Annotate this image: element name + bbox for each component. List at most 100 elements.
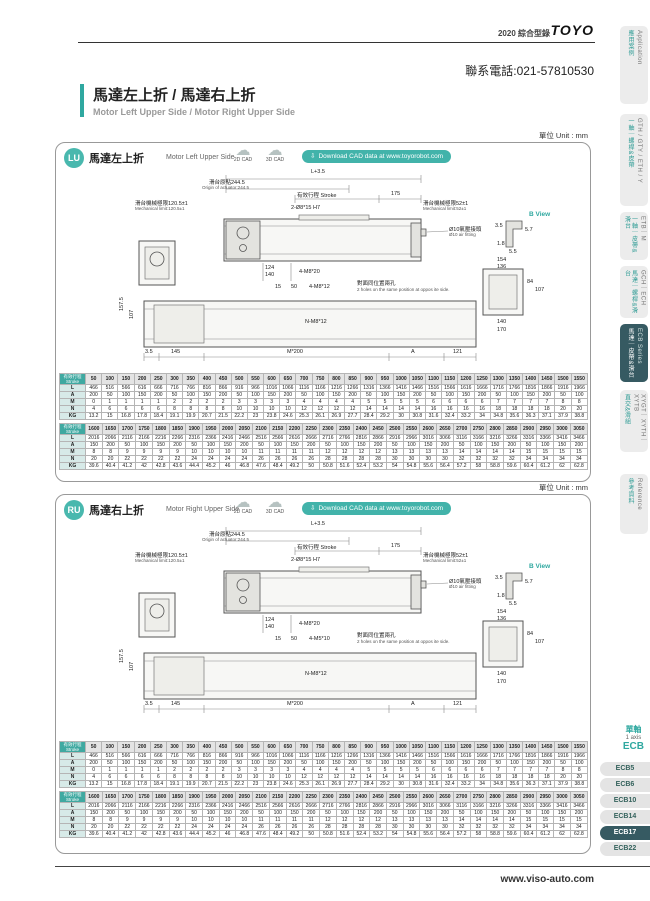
table-cell: 47.6: [252, 830, 270, 838]
table-cell: 1116: [295, 384, 313, 392]
cad-3d-download[interactable]: ☁ 3D CAD: [265, 142, 285, 163]
download-cad-button[interactable]: ⇩Download CAD data at www.toyorobot.com: [302, 502, 452, 515]
table-cell: 8: [214, 405, 232, 413]
cad-2d-download[interactable]: ☁ 2D CAD: [233, 142, 253, 163]
panel-motor-right-upper: 單位 Unit : mm RU 馬達右上折 Motor Right Upper …: [55, 483, 591, 854]
table-cell: 5: [392, 766, 410, 774]
table-cell: 50: [489, 391, 507, 399]
table-cell: 53.2: [369, 462, 387, 470]
sidebar-item-application[interactable]: 應用案例 Application: [620, 26, 648, 104]
table-cell: 1650: [101, 423, 120, 435]
table-cell: 20.7: [198, 412, 216, 420]
dim-limit-right-zh: 滑台機械極限52±1: [423, 201, 469, 207]
table-cell: 2550: [402, 791, 421, 803]
table-cell: 10: [246, 773, 265, 781]
table-cell: 1550: [570, 741, 589, 753]
table-cell: 11: [285, 816, 304, 824]
table-cell: 50: [84, 741, 103, 753]
table-cell: 11: [285, 448, 304, 456]
table-cell: 20: [554, 405, 572, 413]
table-cell: 766: [182, 752, 200, 760]
table-cell: 32: [502, 455, 521, 463]
cad-2d-download[interactable]: ☁ 2D CAD: [233, 494, 253, 515]
sidebar-item-xy-series[interactable]: 直交&滑組 XYGT｜XYTH｜XYTB: [620, 390, 648, 452]
table-cell: 3366: [536, 434, 555, 442]
table-cell: 1766: [505, 752, 524, 760]
dim-121: 121: [453, 701, 463, 707]
table-cell: 14: [360, 773, 378, 781]
ecb17-button[interactable]: ECB17: [600, 826, 650, 840]
table-cell: 16: [424, 773, 443, 781]
table-cell: 150: [151, 809, 170, 817]
cad-3d-download[interactable]: ☁ 3D CAD: [265, 494, 285, 515]
table-cell: 2900: [519, 423, 538, 435]
sidebar-item-gth-gty-eth-y[interactable]: 一軸｜螺桿&皮帶 GTH / GTY / ETH / Y: [620, 114, 648, 206]
table-cell: 3000: [553, 423, 571, 435]
ecb22-button[interactable]: ECB22: [600, 842, 650, 856]
dim-air-en: Ø10 air fitting: [449, 584, 476, 589]
table-cell: 3: [246, 398, 265, 406]
table-cell: 1100: [424, 373, 443, 385]
table-cell: 54: [385, 830, 404, 838]
sidebar-item-etb-m[interactable]: 一軸｜皮帶&滑台 ETB｜M: [620, 212, 648, 260]
dim-n-holes: N-M8*12: [305, 319, 327, 325]
dim-124: 124: [265, 617, 275, 623]
table-cell: 62.8: [569, 462, 589, 470]
table-cell: N: [59, 773, 86, 781]
sidebar-item-reference[interactable]: 參考資料 Reference: [620, 474, 648, 534]
table-cell: 50: [295, 759, 313, 767]
table-cell: 57.2: [452, 462, 471, 470]
dim-length: L+3.5: [311, 521, 325, 527]
table-cell: 14: [486, 816, 504, 824]
ecb5-button[interactable]: ECB5: [600, 762, 650, 776]
table-cell: 700: [295, 373, 313, 385]
table-cell: 200: [84, 759, 103, 767]
table-cell: 15: [569, 448, 589, 456]
table-cell: 10: [230, 405, 248, 413]
table-cell: 150: [218, 809, 237, 817]
table-cell: 32: [452, 455, 471, 463]
ecb10-button[interactable]: ECB10: [600, 794, 650, 808]
table-cell: 150: [419, 441, 438, 449]
table-cell: 800: [327, 741, 346, 753]
table-cell: 12: [352, 816, 371, 824]
table-cell: 100: [570, 391, 589, 399]
table-cell: 5: [408, 398, 426, 406]
dim-stroke: 有效行程 Stroke: [297, 193, 337, 199]
table-cell: KG: [59, 462, 86, 470]
table-cell: 2950: [536, 423, 555, 435]
table-cell: 2: [214, 766, 232, 774]
table-cell: 250: [149, 741, 167, 753]
table-cell: 3116: [452, 802, 471, 810]
table-cell: 7: [505, 766, 524, 774]
table-cell: 12: [295, 405, 313, 413]
table-cell: 5: [376, 766, 394, 774]
ecb14-button[interactable]: ECB14: [600, 810, 650, 824]
table-cell: 1716: [489, 384, 507, 392]
download-cad-button[interactable]: ⇩Download CAD data at www.toyorobot.com: [302, 150, 452, 163]
dim-bolt-top: 4-M8*20: [299, 269, 320, 275]
table-cell: 12: [319, 448, 337, 456]
table-cell: 1916: [554, 384, 572, 392]
dim-bv-b: 5.7: [525, 579, 533, 585]
dim-bolt-2: 4-M8*12: [309, 284, 330, 290]
table-cell: 2916: [385, 434, 404, 442]
sidebar-item-gch-ech[interactable]: 馬達｜螺桿&滑台 GCH｜ECH: [620, 266, 648, 318]
dim-107-left: 107: [129, 661, 135, 671]
table-cell: A: [59, 809, 86, 817]
table-cell: 1000: [392, 373, 410, 385]
table-cell: 31.6: [424, 780, 443, 788]
dim-124: 124: [265, 265, 275, 271]
table-cell: 26: [268, 455, 287, 463]
ecb6-button[interactable]: ECB6: [600, 778, 650, 792]
dim-170: 170: [497, 327, 507, 333]
table-cell: 19.9: [182, 412, 200, 420]
table-cell: 32: [502, 823, 521, 831]
sidebar-item-ecb-series[interactable]: 馬達｜皮帶&滑台 ECB Series: [620, 324, 648, 382]
table-cell: 54.8: [402, 830, 421, 838]
b-view-label: B View: [529, 563, 551, 570]
table-cell: 30: [385, 823, 404, 831]
table-cell: 10: [218, 448, 237, 456]
